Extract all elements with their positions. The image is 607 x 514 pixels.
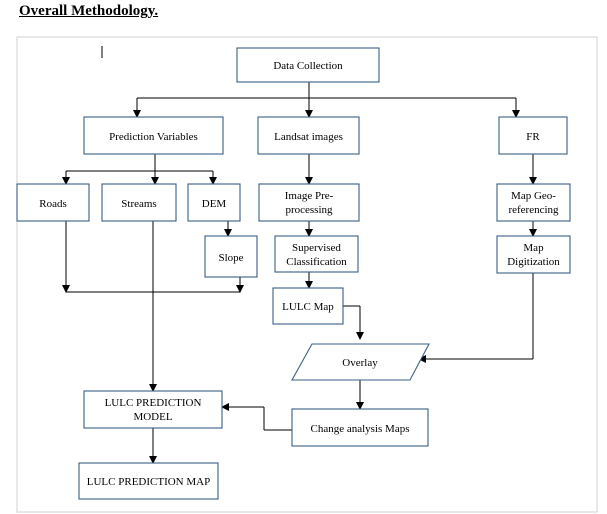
connectors: [62, 82, 537, 464]
node-image-preprocessing-label-line2: processing: [285, 204, 333, 216]
node-change-analysis-maps: Change analysis Maps: [291, 408, 429, 447]
node-lulc-prediction-model-label-line2: MODEL: [133, 411, 172, 423]
node-supervised-classification: Supervised Classification: [274, 235, 359, 273]
node-roads-label: Roads: [39, 198, 67, 210]
node-dem-label: DEM: [202, 198, 227, 210]
node-image-preprocessing-label-line1: Image Pre-: [285, 190, 334, 202]
node-prediction-variables-label: Prediction Variables: [109, 131, 198, 143]
node-map-georeferencing-label-line2: referencing: [508, 204, 559, 216]
node-map-digitization: Map Digitization: [496, 235, 571, 274]
node-lulc-map: LULC Map: [272, 287, 344, 325]
node-lulc-prediction-model-label-line1: LULC PREDICTION: [105, 397, 202, 409]
node-map-georeferencing: Map Geo- referencing: [496, 183, 571, 222]
node-change-analysis-maps-label: Change analysis Maps: [311, 423, 410, 435]
node-fr-label: FR: [526, 131, 540, 143]
node-streams-label: Streams: [121, 198, 156, 210]
node-prediction-variables: Prediction Variables: [83, 116, 224, 155]
node-slope-label: Slope: [218, 252, 243, 264]
node-map-digitization-label-line1: Map: [523, 242, 544, 254]
node-landsat-images: Landsat images: [257, 116, 360, 155]
node-map-digitization-label-line2: Digitization: [507, 256, 560, 268]
page-title: Overall Methodology.: [19, 3, 159, 19]
node-lulc-prediction-model: LULC PREDICTION MODEL: [83, 390, 223, 429]
node-roads: Roads: [16, 183, 90, 222]
node-image-preprocessing: Image Pre- processing: [258, 183, 360, 222]
node-fr: FR: [498, 116, 568, 155]
node-supervised-classification-label-line2: Classification: [286, 256, 347, 268]
diagram-frame: [16, 36, 598, 513]
node-supervised-classification-label-line1: Supervised: [292, 242, 341, 254]
node-data-collection-label: Data Collection: [273, 60, 343, 72]
node-overlay-label: Overlay: [342, 357, 378, 369]
node-map-georeferencing-label-line1: Map Geo-: [511, 190, 556, 202]
node-lulc-prediction-map-label: LULC PREDICTION MAP: [87, 476, 210, 488]
node-landsat-images-label: Landsat images: [274, 131, 343, 143]
node-dem: DEM: [187, 183, 241, 222]
node-slope: Slope: [204, 235, 258, 278]
node-lulc-prediction-map: LULC PREDICTION MAP: [78, 462, 219, 500]
node-streams: Streams: [101, 183, 177, 222]
node-lulc-map-label: LULC Map: [282, 301, 334, 313]
node-data-collection: Data Collection: [236, 47, 380, 83]
node-overlay: Overlay: [291, 343, 430, 381]
